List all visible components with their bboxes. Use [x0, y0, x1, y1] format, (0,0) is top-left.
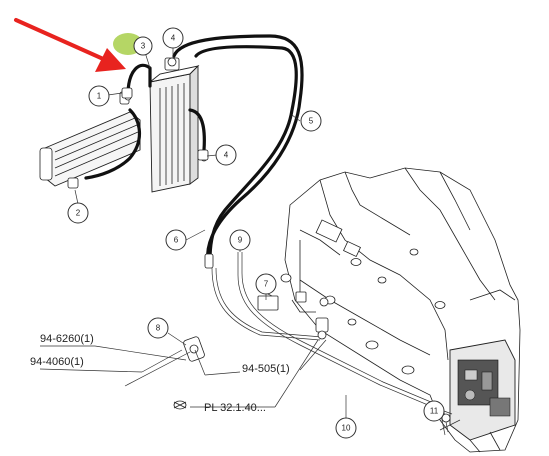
svg-text:1: 1	[97, 92, 102, 101]
callout-4-right: 4	[215, 144, 237, 166]
callout-6: 6	[165, 229, 187, 251]
callouts: 1 2 3 4 4 5 6 7	[67, 27, 445, 439]
callout-8: 8	[147, 317, 169, 339]
pointer-hand-icon	[173, 400, 187, 410]
callout-1: 1	[88, 85, 110, 107]
svg-text:7: 7	[264, 280, 269, 289]
fittings	[121, 87, 209, 410]
part-label-94-6260: 94-6260(1)	[40, 333, 94, 345]
callout-4-top: 4	[162, 27, 184, 49]
callout-9: 9	[229, 229, 251, 251]
part-label-94-4060: 94-4060(1)	[30, 356, 84, 368]
svg-text:4: 4	[224, 151, 229, 160]
svg-text:10: 10	[342, 424, 351, 433]
part-label-pl-32: PL 32.1.40...	[204, 402, 266, 414]
part-labels: 94-6260(1) 94-4060(1) 94-505(1) PL 32.1.…	[30, 333, 290, 414]
svg-text:3: 3	[141, 42, 146, 51]
svg-text:2: 2	[76, 209, 81, 218]
callout-11: 11	[423, 400, 445, 422]
svg-text:11: 11	[430, 407, 439, 416]
red-pointer-arrow	[14, 18, 126, 72]
control-block	[449, 339, 516, 453]
svg-text:9: 9	[238, 236, 243, 245]
svg-text:5: 5	[309, 117, 314, 126]
auxiliary-cooler	[39, 91, 141, 189]
transmission-housing	[280, 167, 521, 453]
callout-7: 7	[255, 273, 277, 295]
callout-2: 2	[67, 202, 89, 224]
part-label-94-505: 94-505(1)	[242, 363, 290, 375]
pipe-lines	[211, 252, 461, 436]
svg-text:4: 4	[171, 34, 176, 43]
callout-5: 5	[300, 110, 322, 132]
svg-text:8: 8	[156, 324, 161, 333]
oil-cooler	[149, 57, 200, 193]
callout-10: 10	[335, 417, 357, 439]
callout-3: 3	[133, 36, 153, 56]
leader-lines	[39, 45, 453, 418]
svg-text:6: 6	[174, 236, 179, 245]
